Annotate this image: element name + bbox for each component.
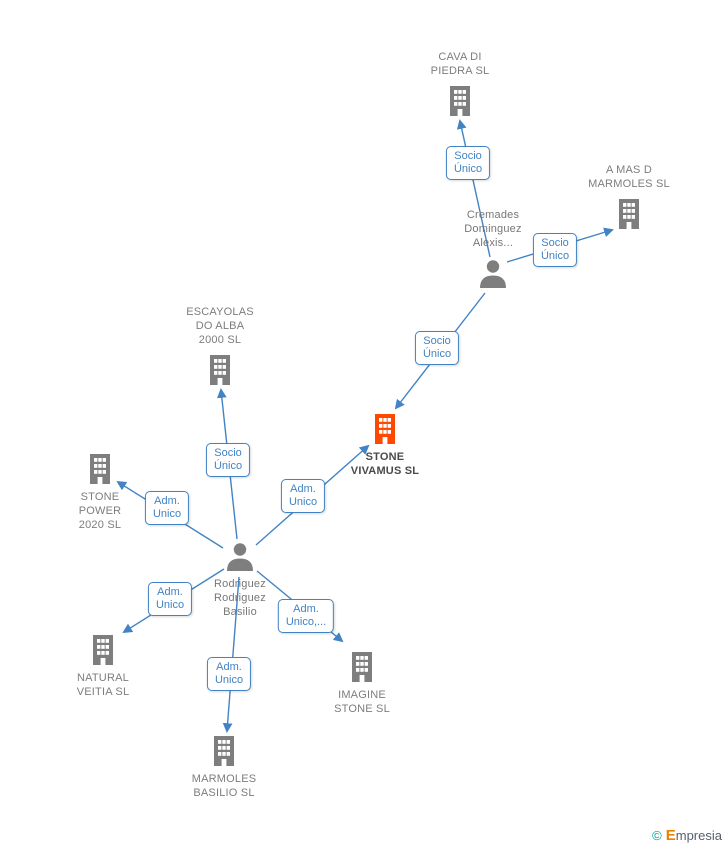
- person-icon: [477, 258, 509, 288]
- person-icon: [224, 541, 256, 571]
- building-icon: [209, 734, 239, 766]
- relation-label-adm-unico: Adm. Unico: [206, 657, 252, 691]
- building-icon: [370, 412, 400, 444]
- empresia-logo-initial: E: [665, 827, 676, 844]
- company-node-marmoles-basilio[interactable]: MARMOLES BASILIO SL: [164, 734, 284, 800]
- empresia-logo[interactable]: Empresia: [666, 827, 722, 844]
- empresia-logo-text: mpresia: [675, 828, 722, 843]
- relation-label-adm-unico: Adm. Unico: [147, 582, 193, 616]
- relation-label-adm-unico: Adm. Unico: [280, 479, 326, 513]
- building-icon: [445, 84, 475, 116]
- person-node-cremades[interactable]: Cremades Dominguez Alexis...: [433, 208, 553, 288]
- edge-cremades-cava: [456, 119, 491, 258]
- company-label: MARMOLES BASILIO SL: [191, 773, 257, 799]
- company-node-a-mas-d-marmoles[interactable]: A MAS D MARMOLES SL: [569, 163, 689, 229]
- copyright-symbol: ©: [652, 828, 662, 843]
- company-label: CAVA DI PIEDRA SL: [430, 51, 490, 77]
- person-node-rodriguez[interactable]: Rodriguez Rodriguez Basilio: [180, 541, 300, 619]
- footer: © Empresia: [652, 827, 722, 844]
- company-node-natural-veitia[interactable]: NATURAL VEITIA SL: [43, 633, 163, 699]
- company-label: STONE VIVAMUS SL: [350, 451, 420, 477]
- person-label: Cremades Dominguez Alexis...: [464, 209, 522, 249]
- relation-label-socio-unico: Socio Único: [445, 146, 491, 180]
- person-label: Rodriguez Rodriguez Basilio: [214, 578, 266, 618]
- relation-label-socio-unico: Socio Único: [414, 331, 460, 365]
- company-node-stone-vivamus[interactable]: STONE VIVAMUS SL: [325, 412, 445, 478]
- company-label: NATURAL VEITIA SL: [76, 672, 130, 698]
- building-icon: [88, 633, 118, 665]
- company-node-cava-di-piedra[interactable]: CAVA DI PIEDRA SL: [400, 50, 520, 116]
- building-icon: [614, 197, 644, 229]
- company-label: IMAGINE STONE SL: [334, 689, 390, 715]
- company-label: A MAS D MARMOLES SL: [588, 164, 670, 190]
- building-icon: [205, 353, 235, 385]
- edge-rodriguez-marmoles: [222, 576, 240, 733]
- building-icon: [85, 452, 115, 484]
- company-node-stone-power[interactable]: STONE POWER 2020 SL: [40, 452, 160, 532]
- relation-label-adm-unico: Adm. Unico: [144, 491, 190, 525]
- company-node-imagine-stone[interactable]: IMAGINE STONE SL: [302, 650, 422, 716]
- company-node-escayolas-do-alba[interactable]: ESCAYOLAS DO ALBA 2000 SL: [160, 305, 280, 385]
- relation-label-adm-unico-etc: Adm. Unico,...: [277, 599, 335, 633]
- relation-label-socio-unico: Socio Único: [532, 233, 578, 267]
- company-label: STONE POWER 2020 SL: [78, 491, 122, 531]
- company-label: ESCAYOLAS DO ALBA 2000 SL: [186, 306, 254, 346]
- relation-label-socio-unico: Socio Único: [205, 443, 251, 477]
- building-icon: [347, 650, 377, 682]
